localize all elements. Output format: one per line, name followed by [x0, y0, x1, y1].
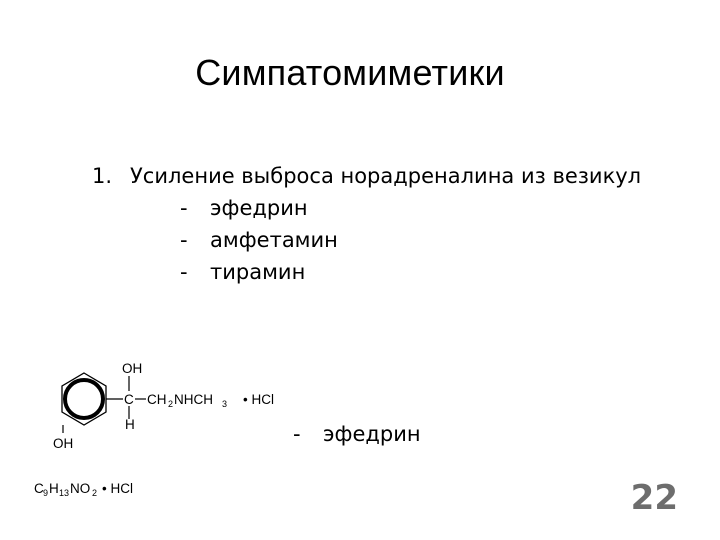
slide-title: Симпатомиметики [195, 52, 505, 93]
subitem-dash: - [180, 228, 188, 252]
subitem-dash: - [180, 196, 188, 220]
formula-h-sub: 13 [59, 488, 69, 498]
subitem-amphetamine: -амфетамин [92, 224, 702, 256]
subitem-dash: - [180, 260, 188, 284]
content-list: 1. Усиление выброса норадреналина из вез… [92, 160, 702, 288]
ephedrine-structure-diagram: OH C CH 2 NHCH 3 • HCl H OH C 9 H 13 NO … [34, 361, 274, 498]
page-number: 22 [630, 478, 678, 518]
formula-no: NO [70, 481, 90, 496]
list-item-1: 1. Усиление выброса норадреналина из вез… [92, 160, 702, 192]
subitem-label: тирамин [210, 260, 306, 284]
structure-caption: -эфедрин [293, 422, 421, 446]
formula-h: H [49, 481, 59, 496]
hydrogen-label: H [125, 417, 135, 432]
formula-c: C [34, 481, 44, 496]
oh-ring-label: OH [53, 436, 73, 451]
caption-text: эфедрин [323, 422, 421, 446]
formula-no-sub: 2 [92, 488, 97, 498]
carbon-label: C [124, 392, 134, 407]
subitem-ephedrine: -эфедрин [92, 192, 702, 224]
subitem-tyramine: -тирамин [92, 256, 702, 288]
side-chain-sub-2: 2 [168, 399, 173, 409]
side-chain-sub-3: 3 [222, 399, 227, 409]
subitem-label: амфетамин [210, 228, 338, 252]
benzene-ring [61, 372, 107, 426]
list-item-text: Усиление выброса норадреналина из везику… [130, 164, 642, 188]
subitem-label: эфедрин [210, 196, 308, 220]
caption-dash: - [293, 422, 301, 446]
formula-c-sub: 9 [43, 488, 48, 498]
side-chain-ch-label: CH [147, 392, 167, 407]
salt-label: • HCl [243, 392, 274, 407]
oh-top-label: OH [122, 361, 142, 376]
formula-salt: • HCl [102, 481, 133, 496]
list-number: 1. [92, 164, 113, 188]
side-chain-nhch-label: NHCH [174, 392, 213, 407]
